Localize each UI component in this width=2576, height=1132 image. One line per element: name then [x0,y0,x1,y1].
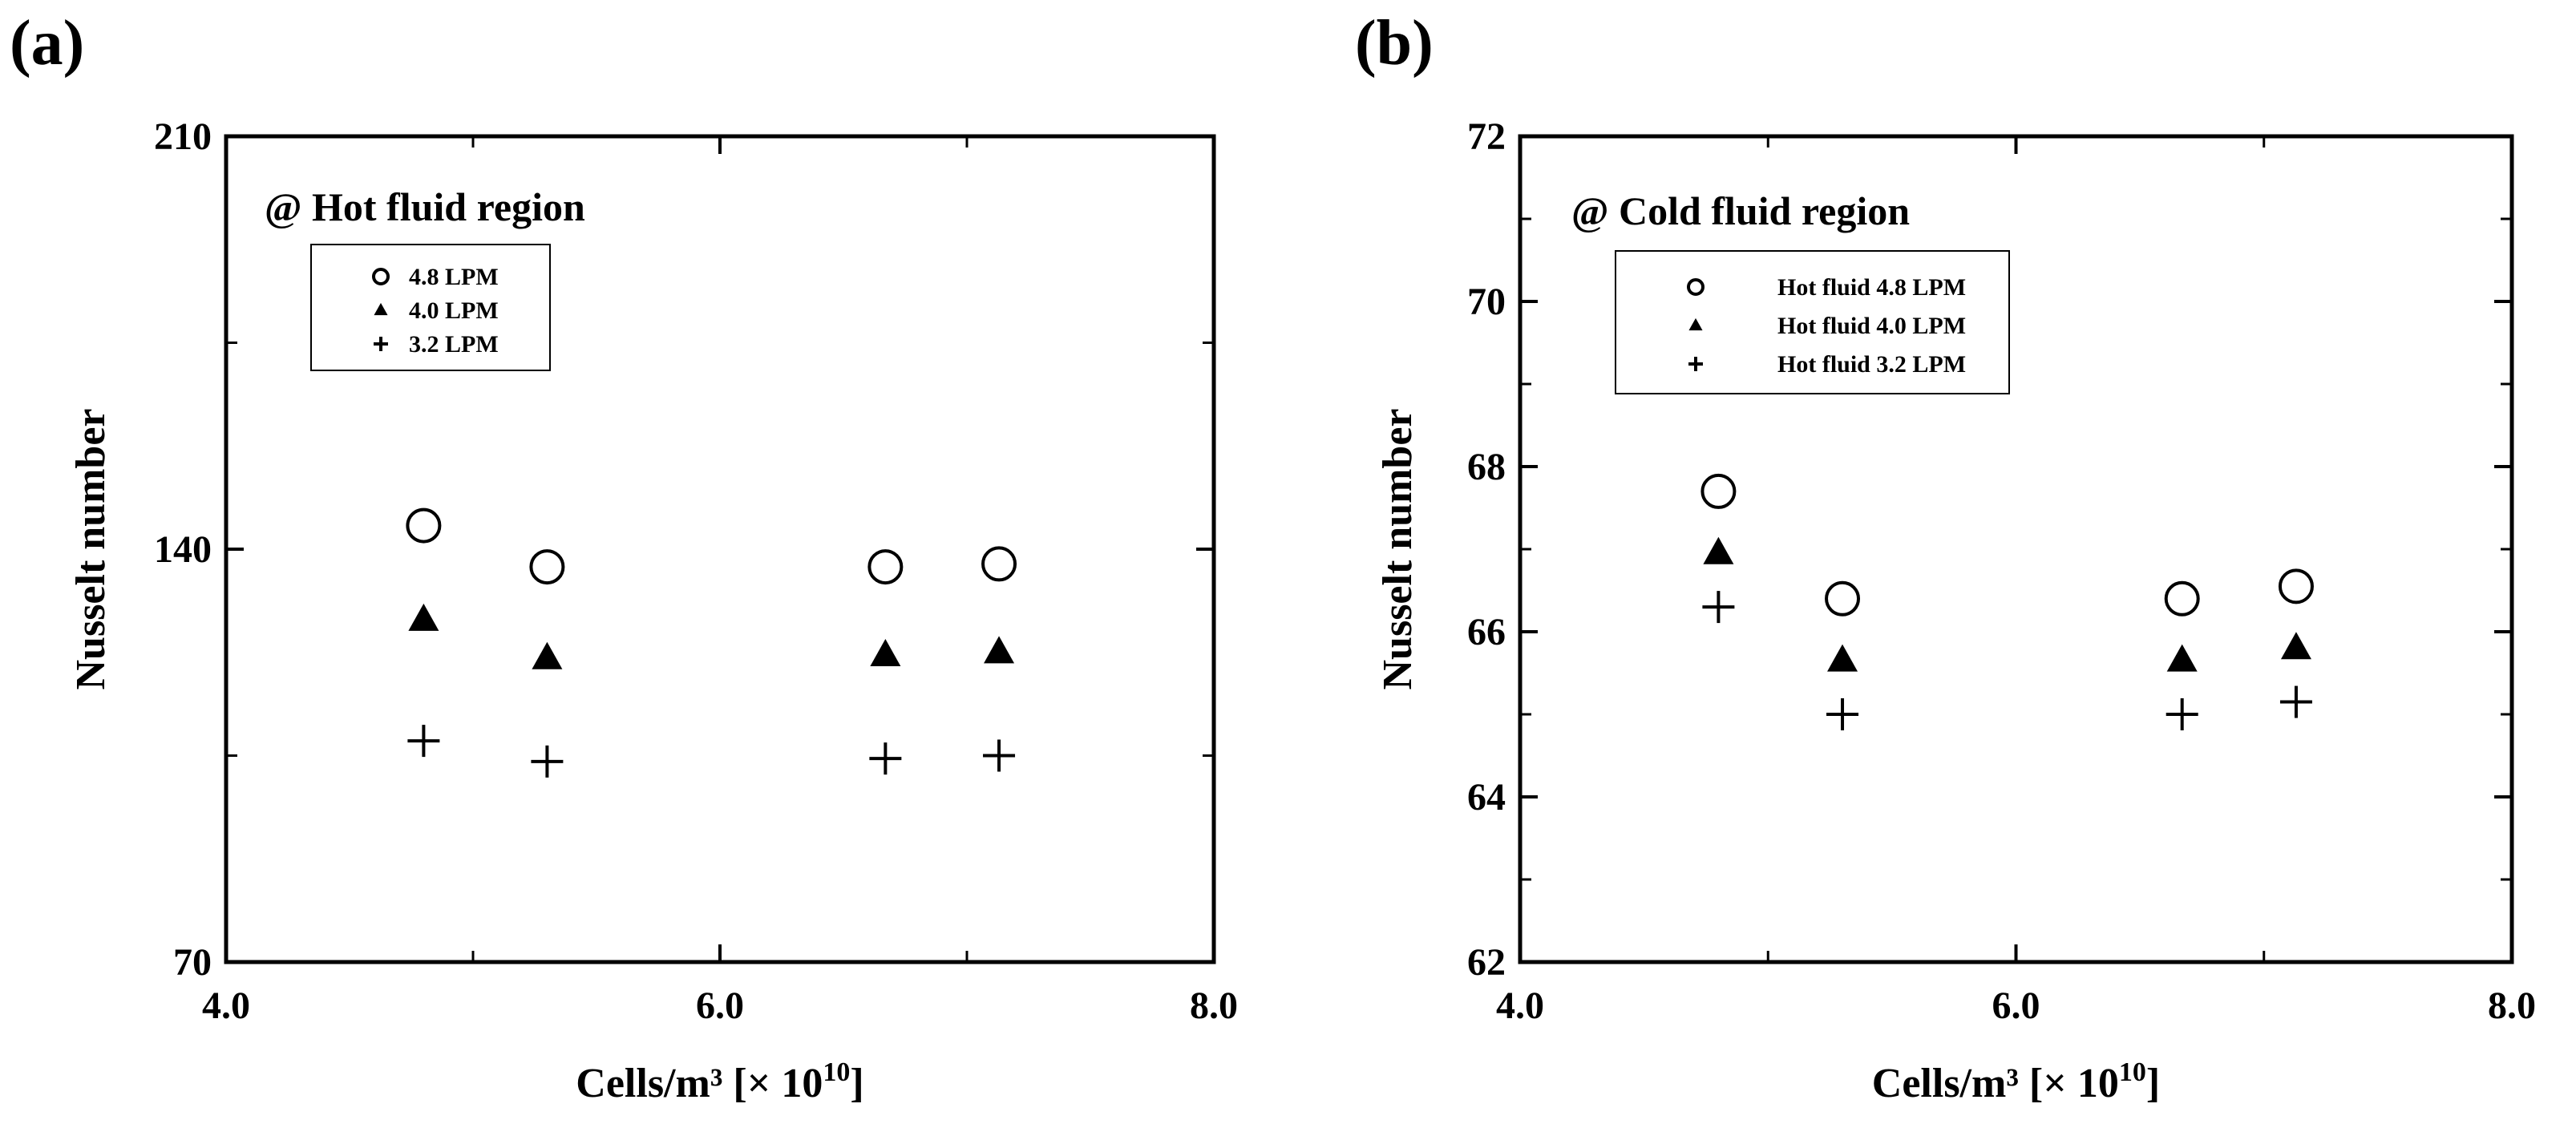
legend-symbol [374,337,388,351]
data-point [1827,644,1858,672]
data-point [406,507,442,544]
data-point [529,549,565,585]
data-point [2166,644,2198,672]
series-1 [1700,473,2314,617]
legend-label: Hot fluid 3.2 LPM [1777,351,1966,378]
y-axis-title: Nusselt number [68,408,114,689]
x-axis-title-end: ] [2146,1061,2160,1106]
legend-label: Hot fluid 4.8 LPM [1777,274,1966,301]
series-1 [406,507,1017,585]
data-point [2278,568,2314,604]
legend-box [310,244,551,371]
legend-symbol [374,302,388,316]
data-point [1702,591,1735,624]
x-tick-label: 4.0 [202,984,250,1027]
data-point [2164,580,2200,617]
y-tick-label: 68 [1467,446,1506,488]
data-point [869,742,902,775]
x-tick-label: 4.0 [1496,984,1544,1027]
y-tick-label: 210 [154,115,212,158]
legend-label: Hot fluid 4.0 LPM [1777,313,1966,339]
x-axis-title-exponent: 10 [823,1057,850,1087]
x-tick-label: 8.0 [2488,984,2536,1027]
x-tick-label: 8.0 [1190,984,1238,1027]
x-axis-title-main: Cells/m³ [× 10 [1872,1061,2119,1106]
data-point [2166,698,2198,730]
legend-label: 4.0 LPM [409,297,499,324]
y-tick-label: 140 [154,528,212,571]
legend: Hot fluid 4.8 LPM Hot fluid 4.0 LPM Hot fl… [1615,250,2010,394]
x-axis-title: Cells/m³ [× 1010] [576,1057,863,1106]
data-point [2279,685,2312,718]
data-point [407,725,440,758]
legend-symbol [372,268,390,285]
data-point [531,745,564,778]
x-tick-label: 6.0 [1992,984,2040,1027]
y-tick-label: 64 [1467,776,1506,819]
y-tick-label: 70 [1467,281,1506,323]
panel-label: (a) [10,8,84,79]
data-point [1703,536,1734,564]
data-point [1826,698,1859,730]
data-point [408,603,439,631]
data-point [2280,632,2311,660]
x-axis-title-end: ] [850,1061,863,1106]
y-tick-label: 70 [173,941,212,984]
legend-symbol [1687,278,1705,296]
data-point [984,636,1015,664]
data-point [981,546,1017,582]
data-point [1825,580,1861,617]
data-point [1700,473,1737,509]
panel-label: (b) [1355,8,1434,79]
data-point [867,549,904,585]
y-tick-label: 62 [1467,941,1506,984]
series-2 [408,603,1015,669]
x-axis-title-exponent: 10 [2119,1057,2146,1087]
legend-box [1615,250,2010,394]
y-tick-label: 66 [1467,611,1506,653]
x-tick-label: 6.0 [696,984,744,1027]
data-point [532,641,563,669]
region-annotation: @ Hot fluid region [265,184,585,229]
y-tick-label: 72 [1467,115,1506,158]
y-axis-title: Nusselt number [1375,408,1421,689]
legend-symbol [1688,317,1703,331]
x-axis-title-main: Cells/m³ [× 10 [576,1061,823,1106]
series-3 [1702,591,2312,730]
series-3 [407,725,1016,778]
legend-label: 4.8 LPM [409,264,499,290]
data-point [983,739,1016,772]
x-axis-title: Cells/m³ [× 1010] [1872,1057,2160,1106]
legend-symbol [1688,357,1703,371]
region-annotation: @ Cold fluid region [1571,188,1910,233]
legend: 4.8 LPM 4.0 LPM 3.2 LPM [310,244,551,371]
legend-label: 3.2 LPM [409,331,499,358]
series-2 [1703,536,2311,672]
data-point [870,639,901,667]
